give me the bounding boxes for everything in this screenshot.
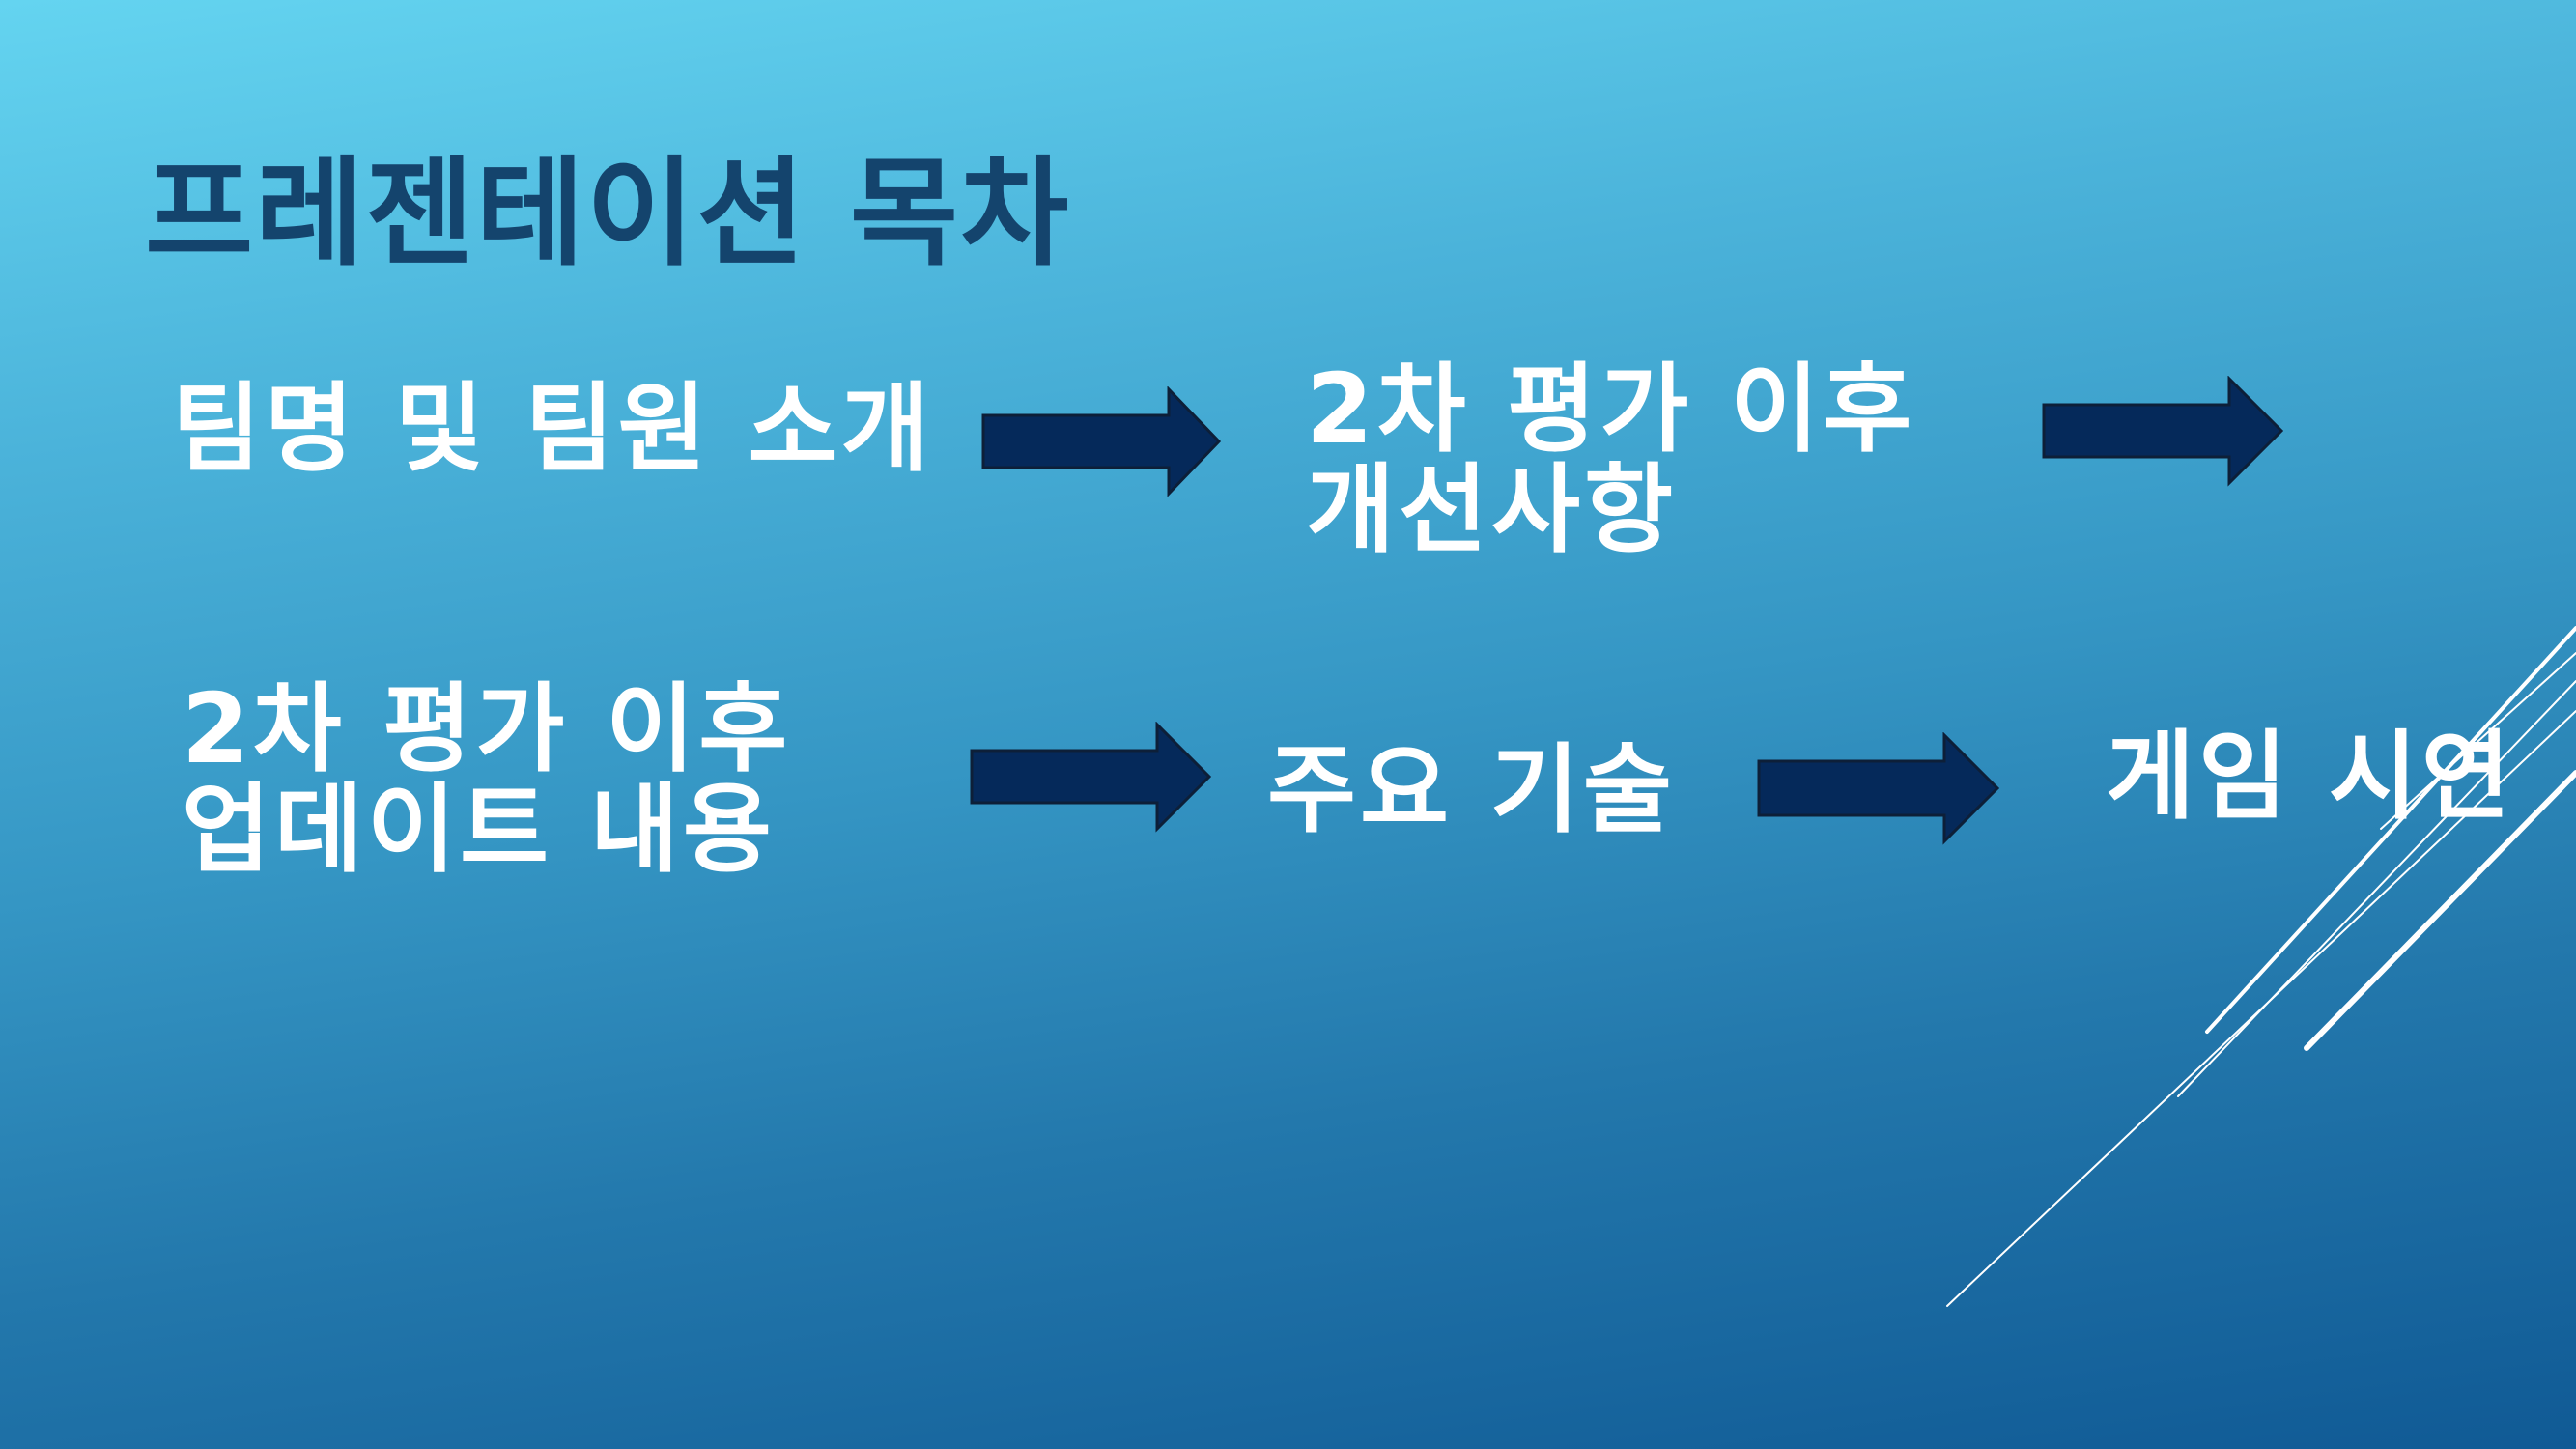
- item-improvements-line1: 2차 평가 이후: [1306, 353, 1916, 466]
- right-arrow-icon: [1756, 732, 2000, 845]
- slide-title: 프레젠테이션 목차: [145, 145, 1071, 282]
- item-improvements: 2차 평가 이후 개선사항: [1306, 359, 1915, 560]
- item-updates: 2차 평가 이후 업데이트 내용: [182, 679, 791, 880]
- item-updates-line1: 2차 평가 이후: [182, 672, 792, 785]
- right-arrow-icon: [2041, 376, 2284, 487]
- item-improvements-line2: 개선사항: [1306, 453, 1677, 566]
- item-updates-line2: 업데이트 내용: [182, 773, 776, 886]
- right-arrow-icon: [969, 722, 1212, 833]
- item-team-intro: 팀명 및 팀원 소개: [172, 372, 934, 485]
- right-arrow-icon: [980, 386, 1222, 497]
- item-key-tech: 주요 기술: [1267, 733, 1676, 846]
